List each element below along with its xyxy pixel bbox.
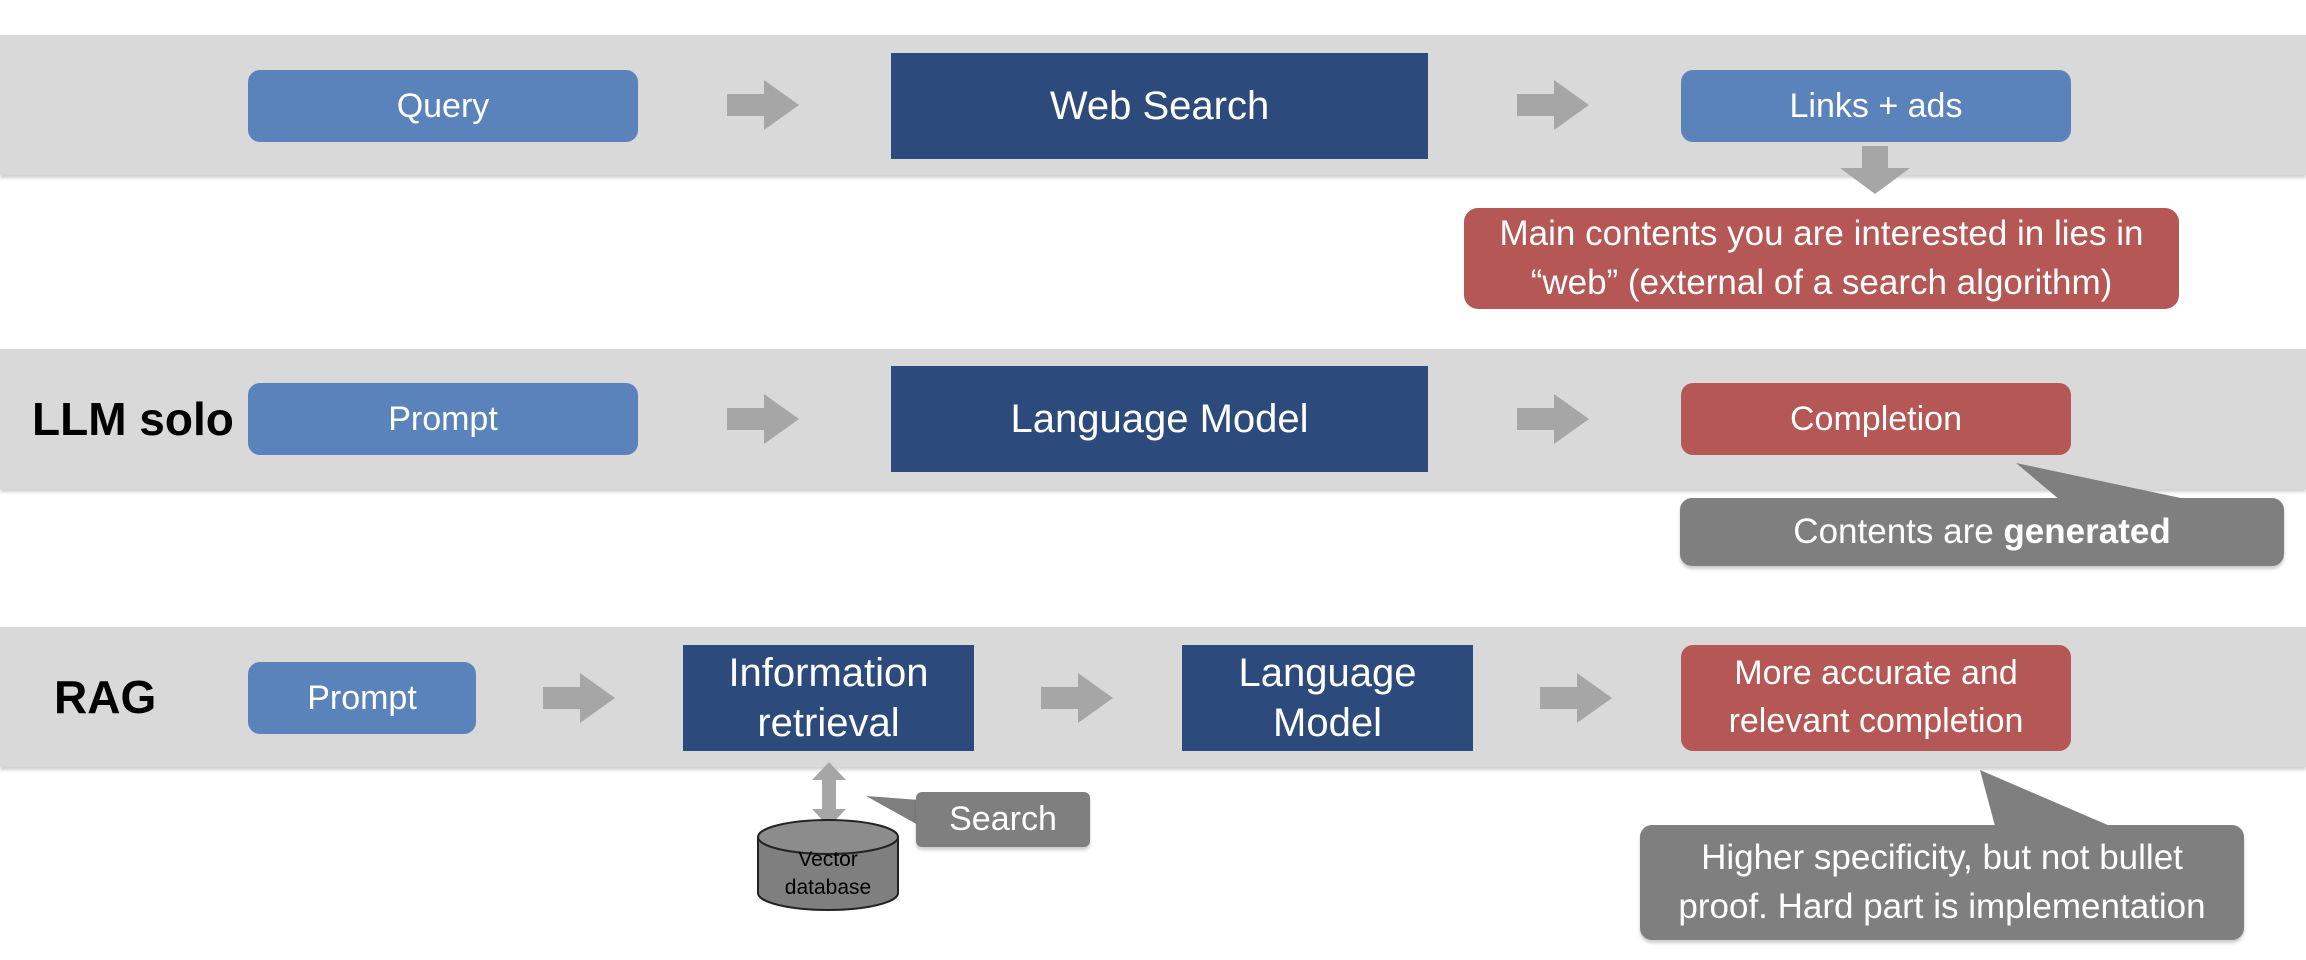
callout-pointer-specificity: [1980, 770, 2110, 826]
completion-box: Completion: [1681, 383, 2071, 455]
arrow-prompt-to-llm: [727, 394, 799, 444]
llm-prompt-box: Prompt: [248, 383, 638, 455]
arrow-retrieval-database: [812, 762, 846, 827]
web-search-box: Web Search: [891, 53, 1428, 159]
web-contents-note: Main contents you are interested in lies…: [1464, 208, 2179, 309]
llm-solo-label: LLM solo: [32, 393, 234, 445]
rag-language-model-box: Language Model: [1182, 645, 1473, 751]
llm-language-model-box: Language Model: [891, 366, 1428, 472]
arrow-query-to-websearch: [727, 80, 799, 130]
information-retrieval-box: Information retrieval: [683, 645, 974, 751]
generated-note-prefix: Contents are: [1793, 512, 2004, 552]
specificity-note: Higher specificity, but not bullet proof…: [1640, 825, 2244, 940]
vector-database-icon: [757, 819, 899, 911]
arrow-llm-to-completion: [1517, 394, 1589, 444]
rag-prompt-box: Prompt: [248, 662, 476, 734]
arrow-rag-prompt-to-retrieval: [543, 673, 615, 723]
rag-completion-box: More accurate and relevant completion: [1681, 645, 2071, 751]
generated-note-bold: generated: [2003, 512, 2171, 552]
arrow-websearch-to-links: [1517, 80, 1589, 130]
arrow-links-down: [1840, 146, 1910, 194]
arrow-llm-to-rag-completion: [1540, 673, 1612, 723]
links-ads-box: Links + ads: [1681, 70, 2071, 142]
callout-pointer-generated: [2016, 463, 2190, 500]
callout-pointer-search: [866, 796, 920, 826]
query-box: Query: [248, 70, 638, 142]
search-callout: Search: [916, 792, 1090, 847]
rag-label: RAG: [54, 671, 157, 723]
generated-note: Contents are generated: [1680, 498, 2284, 566]
vector-database-label: Vector database: [784, 847, 872, 899]
arrow-retrieval-to-llm: [1041, 673, 1113, 723]
